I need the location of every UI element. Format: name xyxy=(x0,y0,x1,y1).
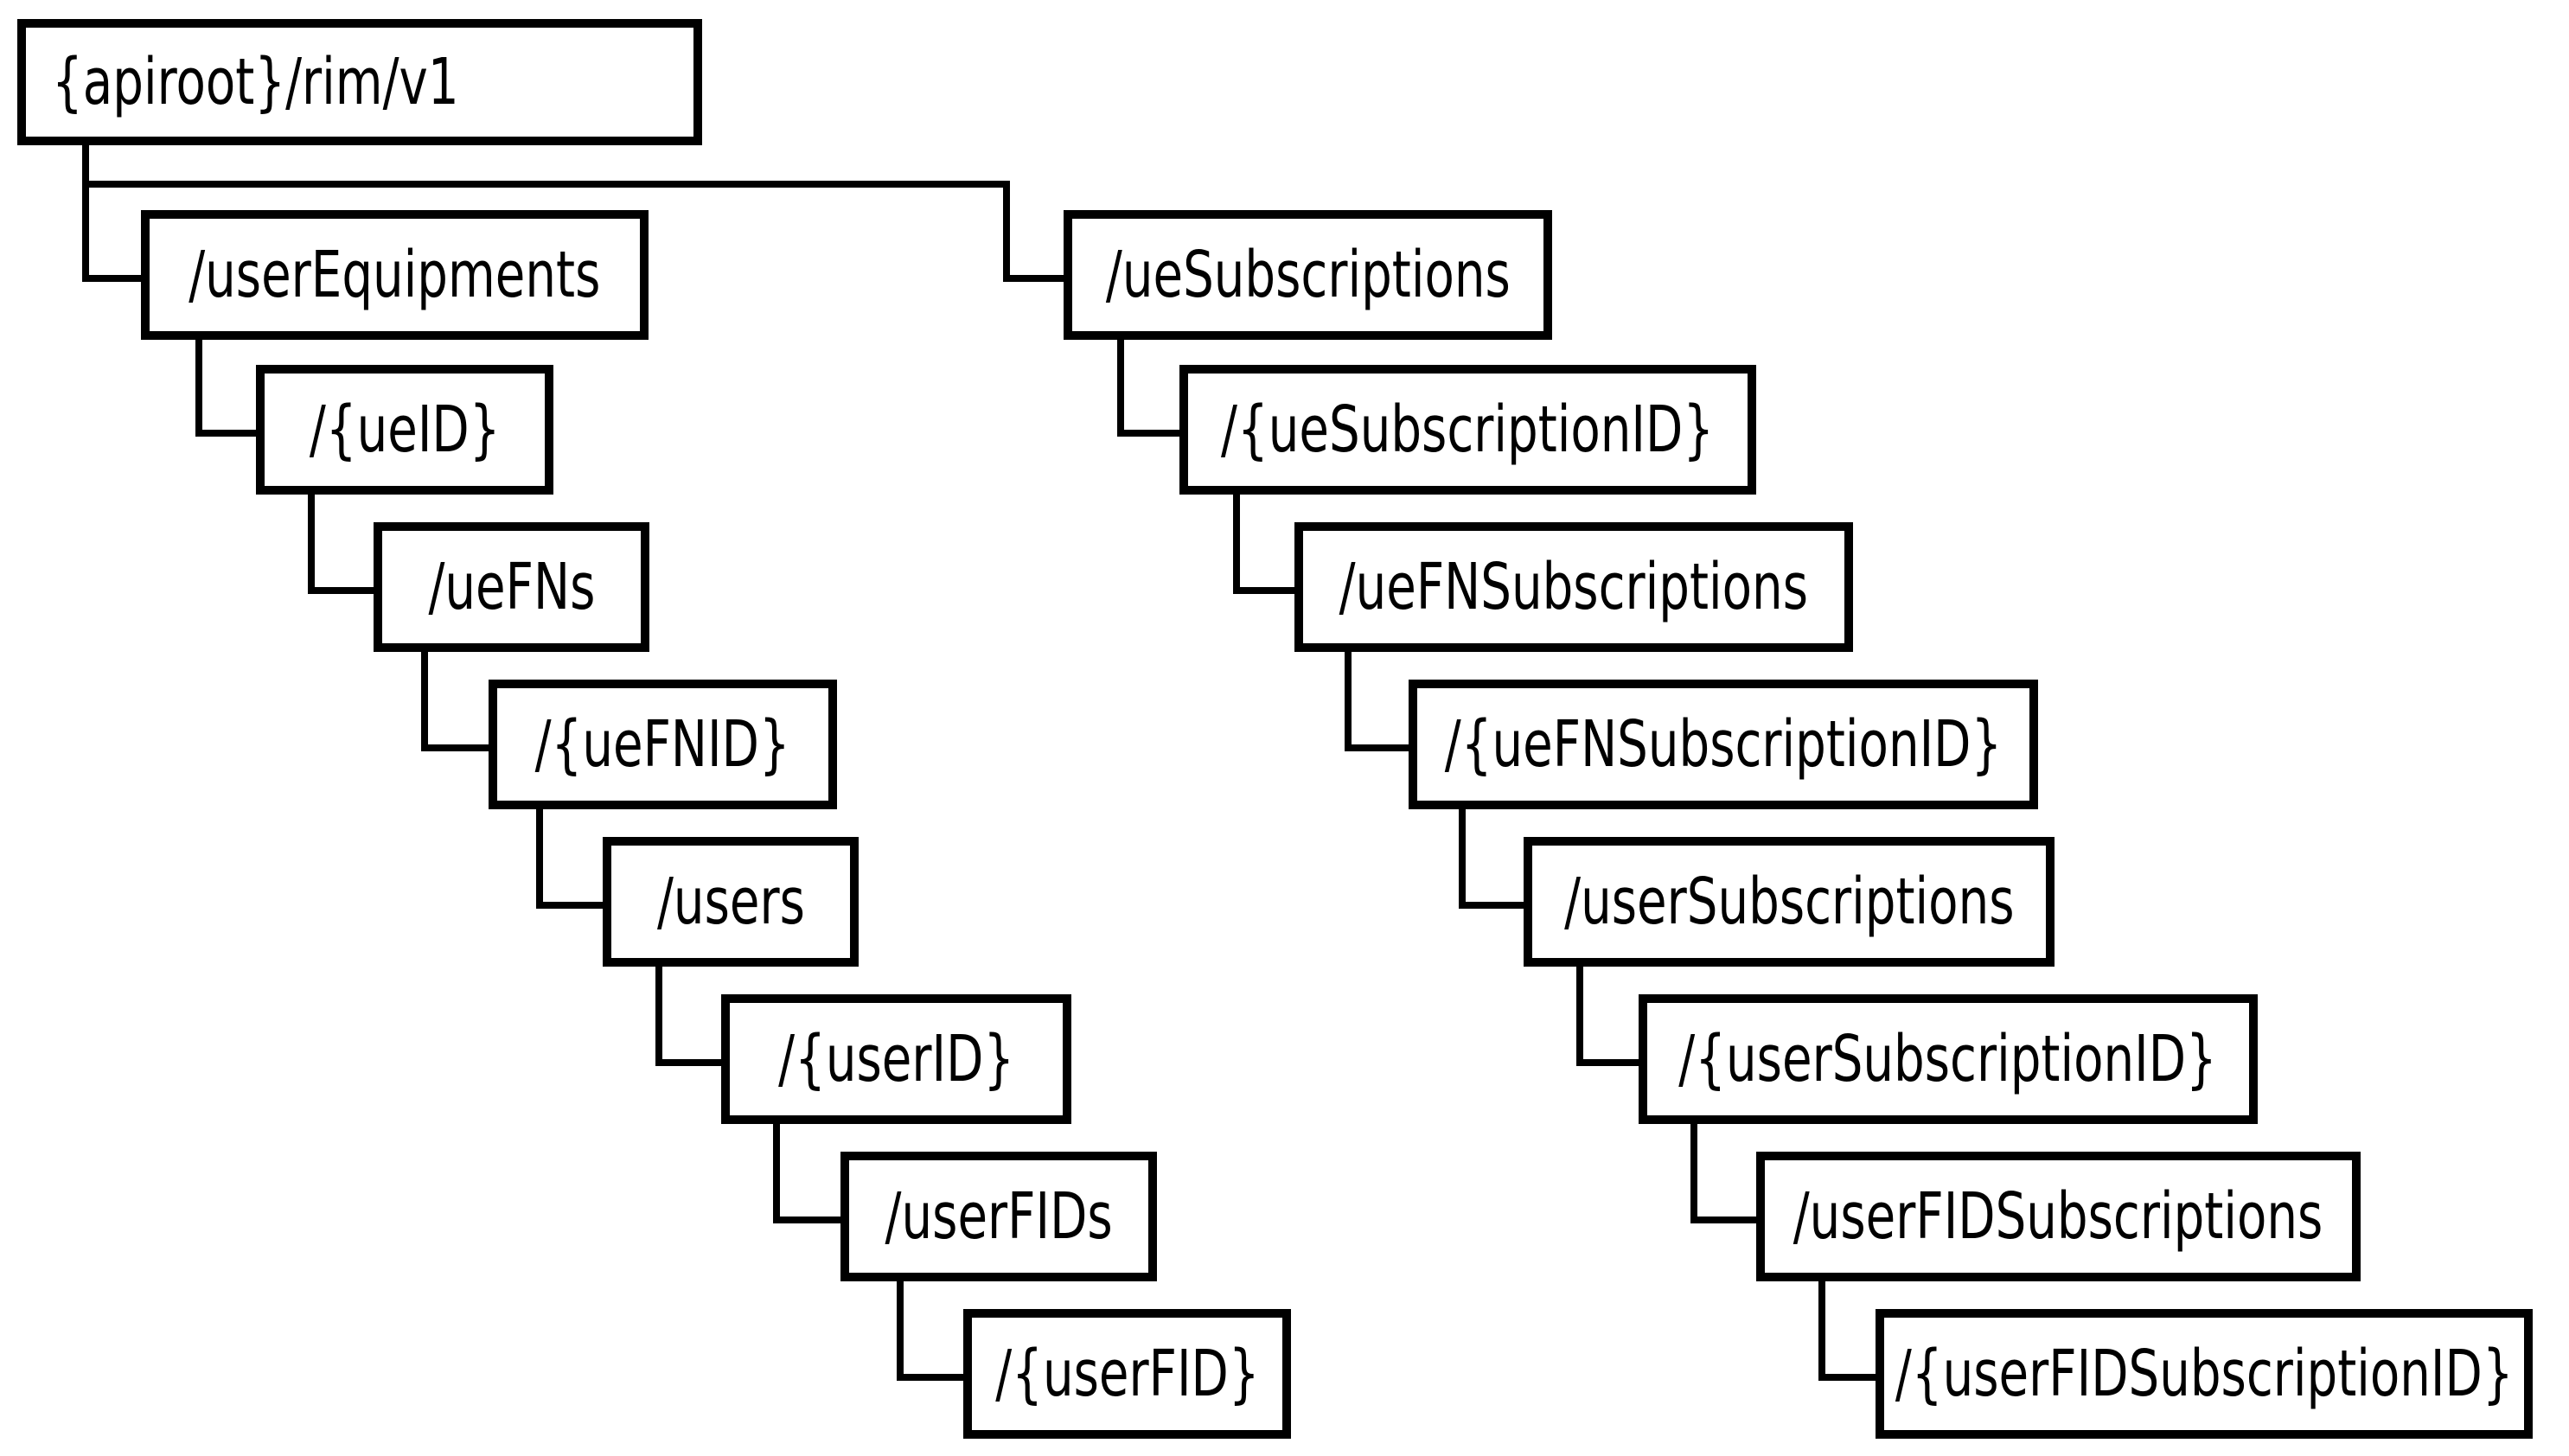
connector-userEquipments-to-ueID xyxy=(195,340,202,437)
tree-node-label: /{userSubscriptionID} xyxy=(1678,1022,2218,1096)
tree-node-ueFNs: /ueFNs xyxy=(374,522,649,652)
tree-node-userFIDs: /userFIDs xyxy=(840,1152,1157,1281)
connector-ueFNSubscriptionID-to-userSubscriptions xyxy=(1459,809,1466,909)
connector-userFIDSubscriptions-to-userFIDSubscriptionID xyxy=(1818,1281,1825,1381)
tree-node-label: /{userFIDSubscriptionID} xyxy=(1895,1337,2514,1411)
tree-node-ueFNSubscriptions: /ueFNSubscriptions xyxy=(1294,522,1853,652)
connector-userFIDs-to-userFID xyxy=(897,1281,904,1381)
tree-node-userSubscriptionID: /{userSubscriptionID} xyxy=(1639,994,2258,1124)
tree-node-userID: /{userID} xyxy=(721,994,1071,1124)
connector-userSubscriptionID-to-userFIDSubscriptions xyxy=(1690,1217,1763,1223)
tree-node-users: /users xyxy=(603,837,859,967)
tree-node-ueSubscriptions: /ueSubscriptions xyxy=(1064,210,1552,340)
tree-node-userEquipments: /userEquipments xyxy=(141,210,649,340)
tree-node-label: /{ueID} xyxy=(309,393,501,467)
tree-node-label: /ueFNs xyxy=(428,550,595,624)
connector-ueFNSubscriptionID-to-userSubscriptions xyxy=(1459,902,1531,909)
connector-users-to-userID xyxy=(655,1059,728,1066)
tree-node-label: {apiroot}/rim/v1 xyxy=(52,45,459,119)
tree-node-ueID: /{ueID} xyxy=(256,365,553,495)
tree-node-userFIDSubscriptions: /userFIDSubscriptions xyxy=(1756,1152,2361,1281)
tree-node-label: /ueFNSubscriptions xyxy=(1339,550,1809,624)
tree-node-ueSubscriptionID: /{ueSubscriptionID} xyxy=(1179,365,1756,495)
connector-userSubscriptions-to-userSubscriptionID xyxy=(1576,1059,1646,1066)
connector-apiroot-to-ueSubscriptions xyxy=(82,181,1010,188)
tree-node-label: /{ueSubscriptionID} xyxy=(1221,393,1715,467)
connector-users-to-userID xyxy=(655,967,662,1066)
connector-ueSubscriptionID-to-ueFNSubscriptions xyxy=(1233,587,1301,594)
tree-node-ueFNID: /{ueFNID} xyxy=(489,680,837,809)
connector-userFIDSubscriptions-to-userFIDSubscriptionID xyxy=(1818,1374,1882,1381)
connector-userFIDs-to-userFID xyxy=(897,1374,970,1381)
connector-apiroot-to-userEquipments xyxy=(82,275,148,282)
tree-node-label: /userSubscriptions xyxy=(1563,865,2015,939)
connector-userID-to-userFIDs xyxy=(773,1217,847,1223)
connector-userSubscriptions-to-userSubscriptionID xyxy=(1576,967,1583,1066)
tree-node-label: /{ueFNID} xyxy=(534,707,791,782)
tree-node-userFIDSubscriptionID: /{userFIDSubscriptionID} xyxy=(1876,1309,2533,1439)
connector-userSubscriptionID-to-userFIDSubscriptions xyxy=(1690,1124,1697,1223)
tree-node-userSubscriptions: /userSubscriptions xyxy=(1524,837,2055,967)
connector-ueFNSubscriptions-to-ueFNSubscriptionID xyxy=(1345,744,1416,751)
connector-ueFNID-to-users xyxy=(536,809,543,909)
connector-ueFNSubscriptions-to-ueFNSubscriptionID xyxy=(1345,652,1352,751)
tree-node-label: /users xyxy=(656,865,805,939)
connector-ueSubscriptionID-to-ueFNSubscriptions xyxy=(1233,495,1240,594)
connector-apiroot-to-ueSubscriptions xyxy=(1003,181,1010,282)
tree-node-ueFNSubscriptionID: /{ueFNSubscriptionID} xyxy=(1409,680,2038,809)
tree-node-apiroot: {apiroot}/rim/v1 xyxy=(17,19,702,145)
tree-node-label: /userEquipments xyxy=(189,238,601,312)
connector-userID-to-userFIDs xyxy=(773,1124,780,1223)
connector-ueFNs-to-ueFNID xyxy=(421,744,495,751)
connector-ueSubscriptions-to-ueSubscriptionID xyxy=(1117,430,1186,437)
connector-apiroot-to-userEquipments xyxy=(82,145,89,282)
tree-node-label: /userFIDSubscriptions xyxy=(1793,1179,2323,1254)
tree-node-label: /ueSubscriptions xyxy=(1105,238,1511,312)
tree-node-label: /{userFID} xyxy=(994,1337,1260,1411)
tree-node-label: /{ueFNSubscriptionID} xyxy=(1444,707,2003,782)
connector-ueFNID-to-users xyxy=(536,902,610,909)
connector-userEquipments-to-ueID xyxy=(195,430,263,437)
connector-ueFNs-to-ueFNID xyxy=(421,652,428,751)
connector-ueID-to-ueFNs xyxy=(308,587,380,594)
tree-node-userFID: /{userFID} xyxy=(963,1309,1291,1439)
connector-ueID-to-ueFNs xyxy=(308,495,315,594)
connector-ueSubscriptions-to-ueSubscriptionID xyxy=(1117,340,1124,437)
tree-node-label: /{userID} xyxy=(777,1022,1015,1096)
tree-node-label: /userFIDs xyxy=(885,1179,1113,1254)
connector-apiroot-to-ueSubscriptions xyxy=(1003,275,1070,282)
